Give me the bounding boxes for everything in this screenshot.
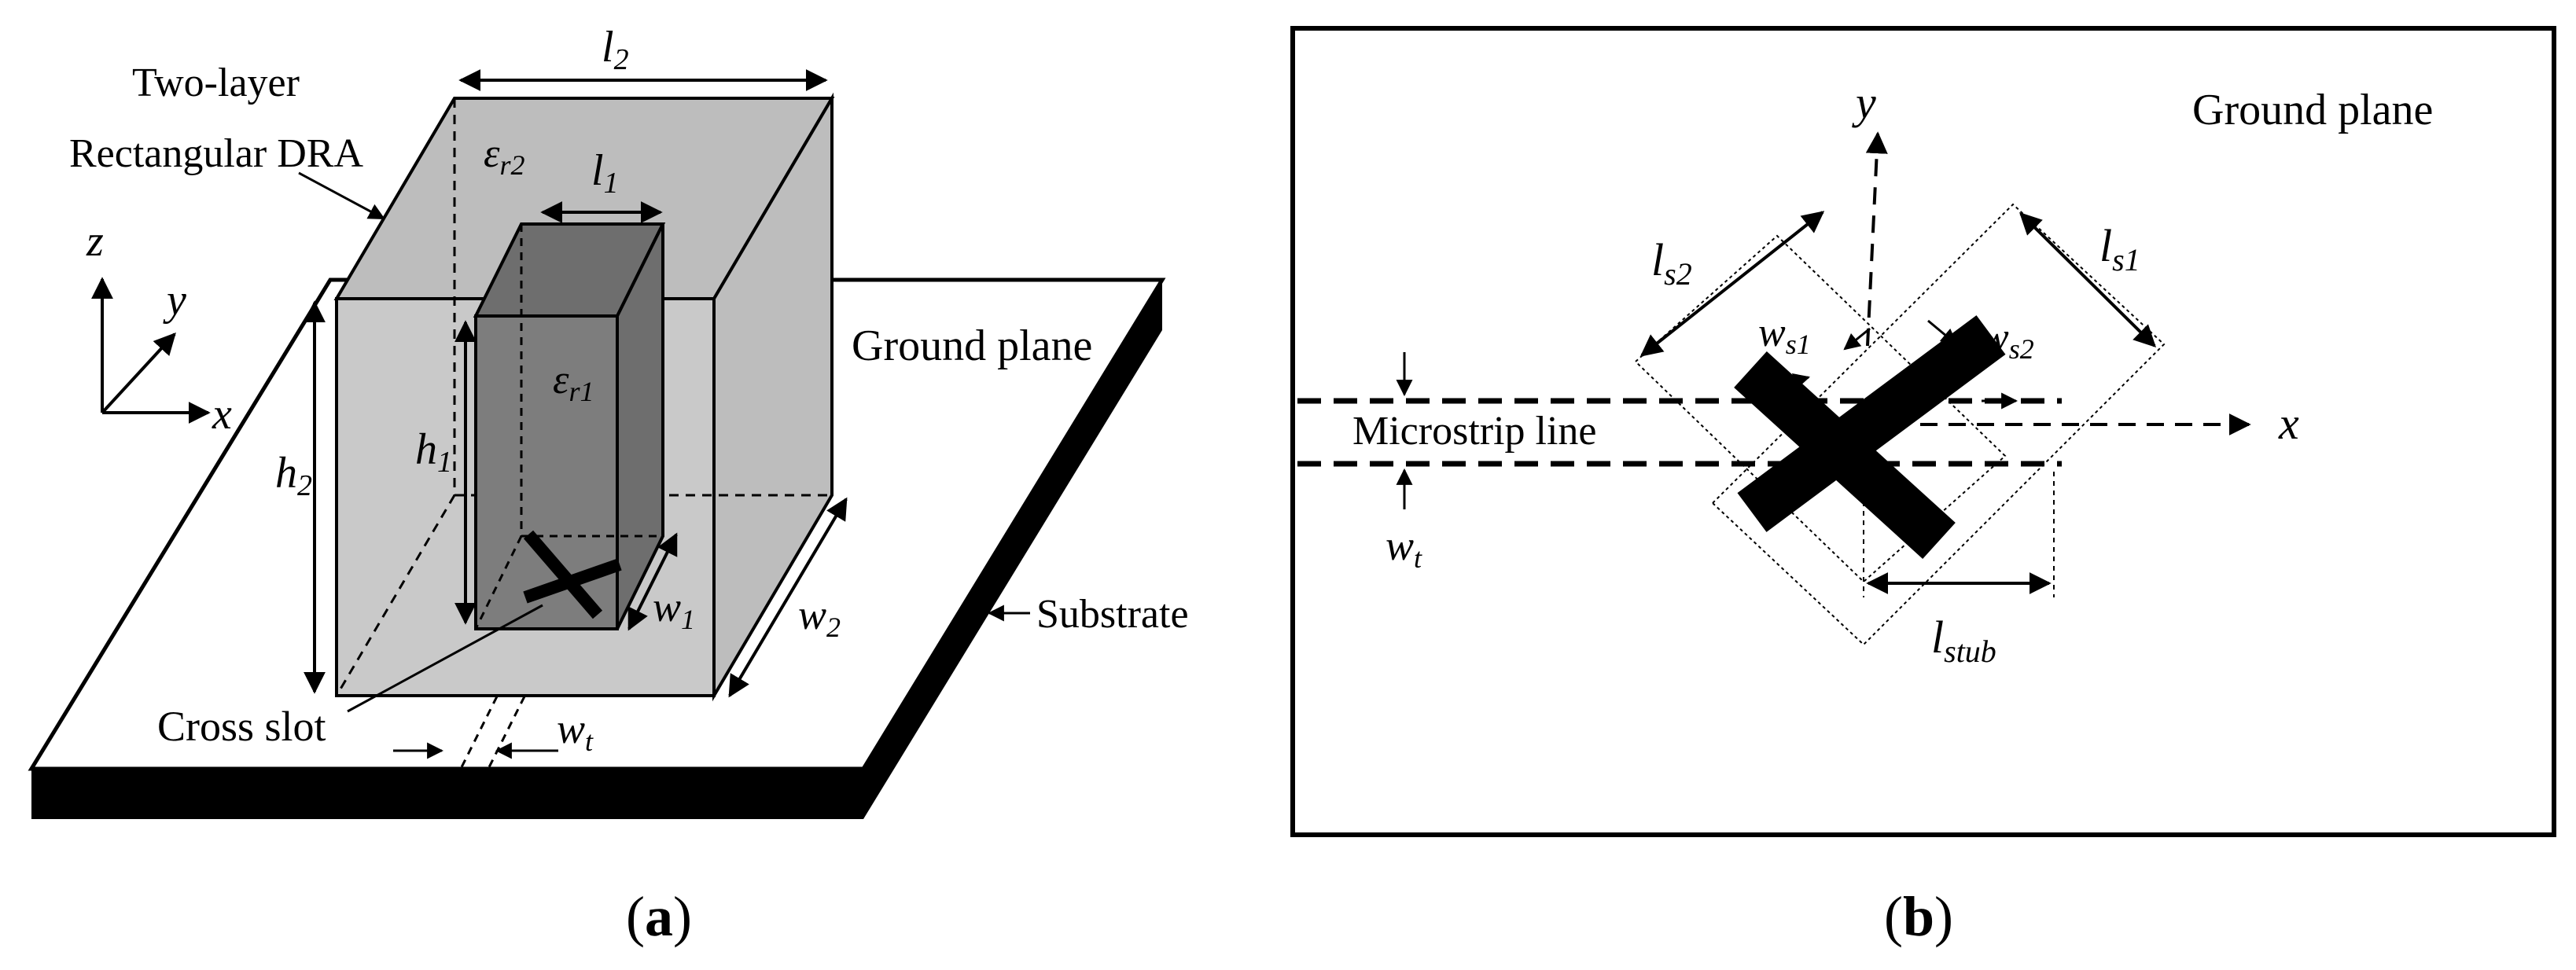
- axis-y-label-b: y: [1852, 77, 1876, 128]
- cross-slot-leader: [347, 604, 543, 713]
- w1-dimension: [627, 532, 678, 631]
- w2-label: w2: [798, 591, 841, 643]
- axis-y-b: [1865, 131, 1888, 347]
- cross-slot-a: [523, 530, 622, 619]
- ws1-arrow-a: [1768, 373, 1811, 390]
- axes-a: [91, 277, 211, 424]
- axis-x-label-b: x: [2278, 398, 2299, 449]
- rect-dra-label: Rectangular DRA: [69, 131, 363, 176]
- l2-label: l2: [602, 23, 629, 76]
- l1-label: l1: [591, 146, 619, 200]
- panel-b: Ground plane Microstrip line wt x y ls2: [1290, 26, 2556, 948]
- axis-x-label-a: x: [212, 390, 232, 439]
- lstub-extension-lines: [1863, 464, 2055, 597]
- ls2-dimension: [1639, 211, 1825, 357]
- substrate-side-face: [863, 280, 1162, 819]
- cross-slot-label: Cross slot: [157, 703, 326, 750]
- eps-r1-label: εr1: [553, 358, 594, 407]
- eps-r2-label: εr2: [484, 131, 525, 181]
- wt-label-a: wt: [557, 705, 594, 757]
- lstub-label: lstub: [1931, 612, 1996, 669]
- ws2-arrow-a: [1927, 319, 1958, 346]
- w2-dimension: [728, 497, 848, 698]
- substrate-front-face: [31, 769, 863, 819]
- ws1-label: ws1: [1758, 310, 1811, 360]
- caption-a: (a): [626, 885, 692, 948]
- substrate-label: Substrate: [1036, 592, 1189, 637]
- ls1-label: ls1: [2099, 220, 2140, 277]
- ws2-label: ws2: [1982, 315, 2034, 365]
- wt-label-b: wt: [1386, 522, 1422, 574]
- ground-plane-label-a: Ground plane: [852, 321, 1092, 370]
- panel-a: z y x Two-layer Rectangular DRA Ground p…: [28, 23, 1189, 948]
- h1-label: h1: [415, 425, 452, 479]
- ground-plane-label-b: Ground plane: [2192, 86, 2433, 134]
- rect-dra-leader: [298, 171, 385, 220]
- axis-z-label-a: z: [86, 217, 104, 266]
- inner-dra-front-face: [474, 314, 619, 630]
- inner-dra: [473, 222, 666, 630]
- ls1-dimension: [2019, 212, 2156, 347]
- ground-plane-frame: [1290, 26, 2556, 837]
- ls2-label: ls2: [1651, 234, 1692, 292]
- microstrip-label: Microstrip line: [1352, 409, 1597, 454]
- cross-slot-b: [1734, 315, 2006, 559]
- two-layer-label: Two-layer: [132, 61, 300, 105]
- ws1-arrow-b: [1843, 327, 1871, 351]
- axis-y-label-a: y: [163, 276, 186, 325]
- caption-b: (b): [1884, 885, 1953, 948]
- h2-label: h2: [275, 449, 312, 502]
- w1-label: w1: [653, 583, 695, 635]
